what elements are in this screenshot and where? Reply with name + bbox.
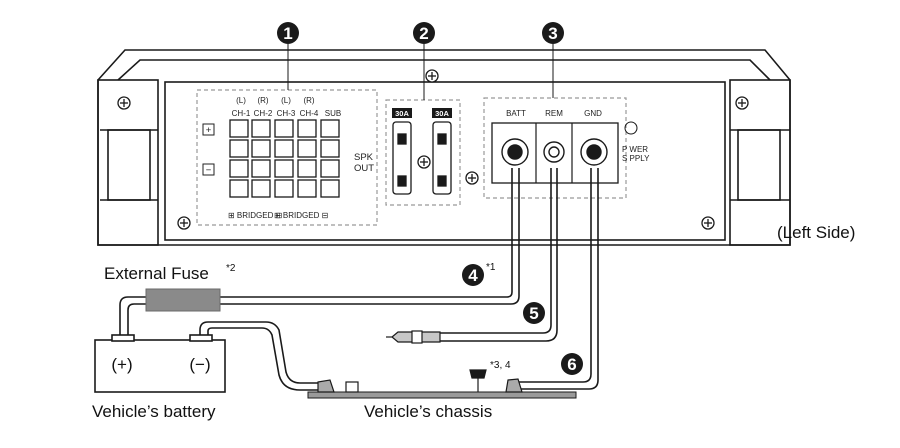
left-side-label: (Left Side) [777, 223, 855, 242]
svg-text:2: 2 [419, 24, 428, 43]
vehicle-chassis-label: Vehicle’s chassis [364, 402, 492, 421]
power-supply-label-2: S PPLY [622, 154, 650, 163]
ch1-label: CH-1 [232, 109, 251, 118]
ch2-side: (R) [257, 96, 268, 105]
power-supply-panel: BATT REM GND P WER S PPLY [483, 97, 650, 199]
fuse-rating-2: 30A [435, 109, 449, 118]
gnd-terminal[interactable] [580, 138, 608, 166]
speaker-terminal[interactable] [320, 159, 340, 178]
batt-label: BATT [506, 109, 526, 118]
fuse-2[interactable] [432, 121, 452, 195]
svg-text:4: 4 [468, 266, 478, 285]
speaker-terminal-grid [229, 119, 340, 198]
external-fuse [145, 288, 221, 312]
rem-label: REM [545, 109, 563, 118]
speaker-terminal[interactable] [229, 119, 249, 138]
chassis-screws [117, 69, 749, 230]
vehicle-battery [94, 334, 226, 393]
callout-5: 5 [523, 302, 545, 324]
ground-note: *3, 4 [490, 360, 511, 371]
ch4-label: CH-4 [300, 109, 319, 118]
rem-terminal[interactable] [543, 141, 565, 163]
note-4: *1 [486, 262, 496, 273]
gnd-label: GND [584, 109, 602, 118]
vehicle-chassis [307, 369, 577, 399]
speaker-terminal[interactable] [297, 139, 317, 158]
speaker-terminal[interactable] [297, 159, 317, 178]
external-fuse-label: External Fuse [104, 264, 209, 283]
screw-icon [735, 96, 749, 110]
ch2-label: CH-2 [254, 109, 273, 118]
callout-leaders [287, 44, 554, 100]
speaker-terminal[interactable] [251, 139, 271, 158]
svg-text:5: 5 [529, 304, 538, 323]
svg-text:1: 1 [283, 24, 292, 43]
fuse-1[interactable] [392, 121, 412, 195]
speaker-terminal[interactable] [229, 139, 249, 158]
plus-marker: + [206, 125, 212, 136]
bridged-label-2: ⊞ BRIDGED ⊟ [274, 211, 328, 220]
speaker-terminal[interactable] [320, 119, 340, 138]
batt-terminal[interactable] [501, 138, 529, 166]
speaker-terminal[interactable] [297, 179, 317, 198]
ch4-side: (R) [303, 96, 314, 105]
external-fuse-note: *2 [226, 263, 236, 274]
speaker-terminal[interactable] [251, 179, 271, 198]
battery-minus-label: (−) [189, 355, 210, 374]
vehicle-battery-label: Vehicle’s battery [92, 402, 216, 421]
battery-plus-label: (+) [111, 355, 132, 374]
wiring [119, 168, 599, 391]
bridged-label-1: ⊞ BRIDGED ⊟ [228, 211, 282, 220]
speaker-terminal[interactable] [251, 119, 271, 138]
callout-3: 3 [542, 22, 564, 44]
remote-connector [386, 330, 441, 344]
speaker-terminal[interactable] [274, 159, 294, 178]
screw-icon [425, 69, 439, 83]
spk-out-label-2: OUT [354, 163, 374, 174]
speaker-output-panel: (L) (R) (L) (R) CH-1 CH-2 CH-3 CH-4 SUB … [196, 89, 378, 226]
svg-text:6: 6 [567, 355, 576, 374]
ch3-side: (L) [281, 96, 291, 105]
speaker-terminal[interactable] [297, 119, 317, 138]
speaker-terminal[interactable] [320, 179, 340, 198]
screw-icon [117, 96, 131, 110]
callout-2: 2 [413, 22, 435, 44]
power-supply-label-1: P WER [622, 145, 648, 154]
spk-out-label-1: SPK [354, 152, 374, 163]
screw-icon [177, 216, 191, 230]
amplifier-unit [97, 49, 791, 246]
ch3-label: CH-3 [277, 109, 296, 118]
minus-marker: − [206, 165, 212, 176]
callout-6: 6 [561, 353, 583, 375]
callout-1: 1 [277, 22, 299, 44]
speaker-terminal[interactable] [274, 139, 294, 158]
speaker-terminal[interactable] [320, 139, 340, 158]
speaker-terminal[interactable] [251, 159, 271, 178]
speaker-terminal[interactable] [274, 119, 294, 138]
ground-terminal-icon [317, 369, 523, 393]
svg-text:3: 3 [548, 24, 557, 43]
screw-icon [417, 155, 431, 169]
fuse-panel: 30A 30A [385, 99, 461, 206]
speaker-terminal[interactable] [274, 179, 294, 198]
speaker-terminal[interactable] [229, 179, 249, 198]
ch1-side: (L) [236, 96, 246, 105]
fuse-rating-1: 30A [395, 109, 409, 118]
callout-4: 4 [462, 264, 484, 286]
sub-label: SUB [325, 109, 341, 118]
screw-icon [701, 216, 715, 230]
speaker-terminal[interactable] [229, 159, 249, 178]
screw-icon [465, 171, 479, 185]
